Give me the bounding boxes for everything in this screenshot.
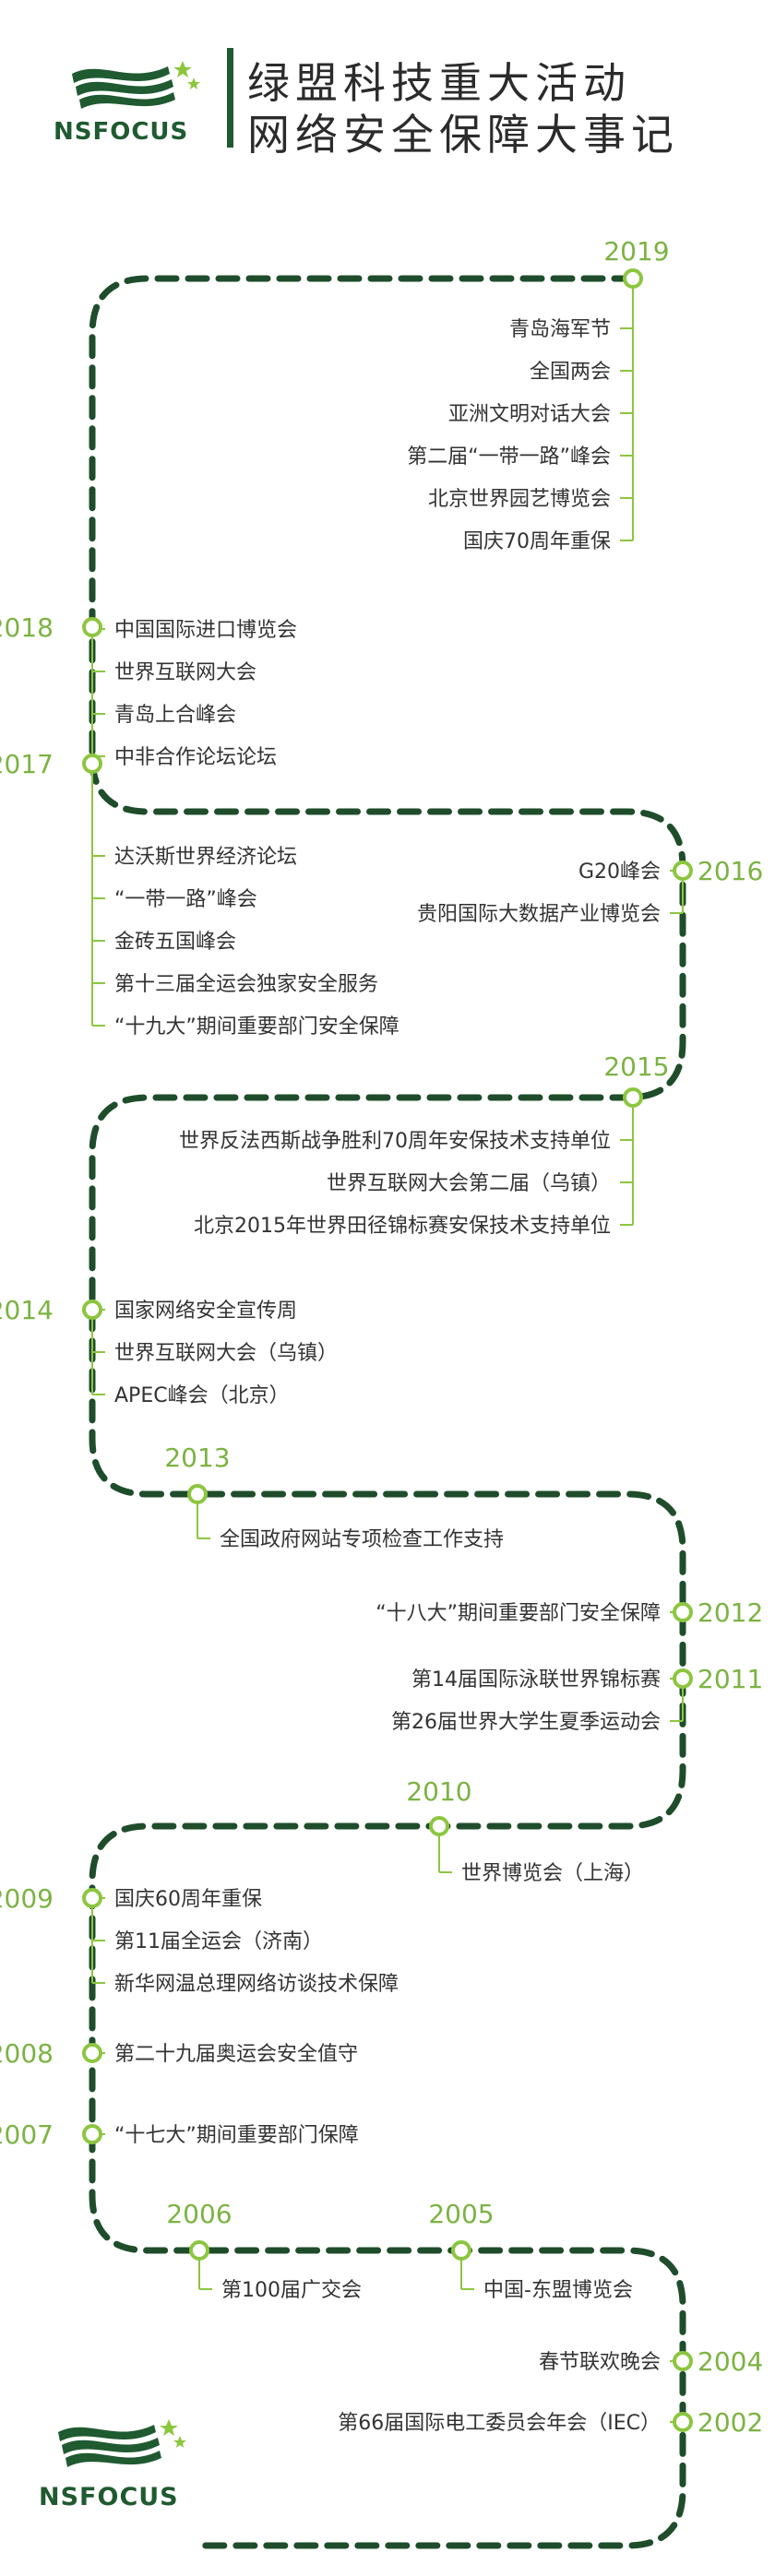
nsfocus-flag-logo-icon bbox=[72, 61, 200, 109]
year-node-marker bbox=[429, 1816, 449, 1836]
event-label: “一带一路”峰会 bbox=[114, 888, 257, 911]
year-label: 2004 bbox=[698, 2346, 763, 2377]
timeline-entry-2012: “十八大”期间重要部门安全保障 2012 bbox=[376, 1597, 763, 1628]
event-label: 北京2015年世界田径锦标赛安保技术支持单位 bbox=[194, 1215, 611, 1238]
event-label: 第100届广交会 bbox=[221, 2279, 362, 2302]
year-label: 2009 bbox=[0, 1883, 54, 1914]
event-label: 第二十九届奥运会安全值守 bbox=[114, 2043, 358, 2066]
event-label: 青岛上合峰会 bbox=[114, 704, 236, 727]
event-label: 国庆60周年重保 bbox=[114, 1888, 262, 1911]
event-label: 第66届国际电工委员会年会（IEC） bbox=[338, 2412, 661, 2435]
year-label: 2010 bbox=[406, 1776, 471, 1807]
timeline-entry-2002: 第66届国际电工委员会年会（IEC） 2002 bbox=[338, 2407, 763, 2438]
year-node-marker bbox=[673, 2412, 693, 2432]
year-label: 2012 bbox=[698, 1597, 763, 1628]
timeline-entry-2005: 中国-东盟博览会 2005 bbox=[428, 2199, 633, 2302]
year-label: 2013 bbox=[164, 1442, 230, 1473]
year-label: 2008 bbox=[0, 2038, 54, 2069]
event-label: 春节联欢晚会 bbox=[539, 2351, 661, 2374]
year-label: 2016 bbox=[698, 856, 763, 886]
year-node-marker bbox=[82, 2043, 102, 2063]
event-label: 第十三届全运会独家安全服务 bbox=[114, 973, 378, 996]
timeline-entry-2006: 第100届广交会 2006 bbox=[166, 2199, 362, 2302]
year-node-marker bbox=[673, 1668, 693, 1689]
footer-flag-logo-icon bbox=[58, 2419, 186, 2467]
poster-title-line-1: 绿盟科技重大活动 bbox=[247, 58, 631, 108]
event-label: 第11届全运会（济南） bbox=[114, 1930, 323, 1953]
event-label: APEC峰会（北京） bbox=[114, 1384, 290, 1407]
event-label: 中国-东盟博览会 bbox=[483, 2279, 633, 2302]
year-node-marker bbox=[82, 754, 102, 774]
timeline-entry-2010: 世界博览会（上海） 2010 bbox=[406, 1776, 644, 1885]
event-label: 新华网温总理网络访谈技术保障 bbox=[114, 1973, 399, 1996]
timeline-entry-2008: 第二十九届奥运会安全值守 2008 bbox=[0, 2038, 358, 2069]
event-label: 第二届“一带一路”峰会 bbox=[407, 445, 611, 469]
event-label: 达沃斯世界经济论坛 bbox=[114, 846, 297, 869]
timeline-entry-2007: “十七大”期间重要部门保障 2007 bbox=[0, 2119, 359, 2150]
year-node-marker bbox=[673, 861, 693, 881]
event-label: 第14届国际泳联世界锦标赛 bbox=[411, 1668, 661, 1692]
year-node-marker bbox=[451, 2240, 471, 2261]
event-label: “十九大”期间重要部门安全保障 bbox=[114, 1015, 399, 1039]
year-label: 2011 bbox=[698, 1664, 763, 1694]
year-node-marker bbox=[82, 1888, 102, 1908]
year-label: 2005 bbox=[428, 2199, 494, 2229]
event-label: 世界反法西斯战争胜利70周年安保技术支持单位 bbox=[179, 1130, 611, 1153]
event-label: 亚洲文明对话大会 bbox=[448, 403, 611, 426]
event-label: 世界博览会（上海） bbox=[461, 1862, 644, 1885]
timeline-entry-2013: 全国政府网站专项检查工作支持 2013 bbox=[164, 1442, 504, 1551]
year-node-marker bbox=[623, 1087, 643, 1108]
title-divider bbox=[227, 48, 233, 148]
year-label: 2002 bbox=[698, 2407, 763, 2438]
year-label: 2019 bbox=[603, 236, 669, 267]
event-label: G20峰会 bbox=[578, 861, 661, 884]
event-label: 贵阳国际大数据产业博览会 bbox=[417, 903, 661, 926]
poster-title-line-2: 网络安全保障大事记 bbox=[247, 110, 679, 160]
footer-logo-text: NSFOCUS bbox=[39, 2483, 179, 2511]
year-label: 2007 bbox=[0, 2119, 54, 2150]
timeline-entry-2004: 春节联欢晚会 2004 bbox=[539, 2346, 763, 2377]
event-label: 全国政府网站专项检查工作支持 bbox=[220, 1528, 504, 1551]
event-label: 中国国际进口博览会 bbox=[114, 619, 297, 642]
event-label: 全国两会 bbox=[530, 361, 611, 384]
year-label: 2015 bbox=[603, 1051, 669, 1082]
timeline-track bbox=[89, 275, 686, 2549]
event-label: 国庆70周年重保 bbox=[463, 530, 611, 553]
event-label: 中非合作论坛论坛 bbox=[114, 746, 277, 769]
event-label: 北京世界园艺博览会 bbox=[428, 488, 611, 511]
year-node-marker bbox=[673, 1602, 693, 1622]
year-node-marker bbox=[189, 2240, 209, 2261]
nsfocus-logo-text: NSFOCUS bbox=[54, 118, 189, 146]
event-label: “十七大”期间重要部门保障 bbox=[114, 2124, 359, 2147]
event-label: 青岛海军节 bbox=[509, 318, 611, 341]
event-label: 世界互联网大会第二届（乌镇） bbox=[327, 1172, 611, 1195]
event-label: 金砖五国峰会 bbox=[114, 931, 236, 954]
year-node-marker bbox=[82, 617, 102, 637]
year-label: 2017 bbox=[0, 749, 54, 779]
year-node-marker bbox=[187, 1484, 208, 1504]
event-label: 第26届世界大学生夏季运动会 bbox=[391, 1711, 661, 1734]
year-node-marker bbox=[673, 2351, 693, 2371]
timeline-entry-2019: 青岛海军节全国两会亚洲文明对话大会第二届“一带一路”峰会北京世界园艺博览会国庆7… bbox=[407, 236, 669, 553]
event-label: 世界互联网大会（乌镇） bbox=[114, 1342, 338, 1365]
year-node-marker bbox=[623, 268, 643, 289]
year-label: 2014 bbox=[0, 1295, 54, 1325]
event-label: 国家网络安全宣传周 bbox=[114, 1300, 297, 1323]
event-label: “十八大”期间重要部门安全保障 bbox=[376, 1602, 661, 1625]
year-node-marker bbox=[82, 1300, 102, 1320]
event-label: 世界互联网大会 bbox=[114, 661, 256, 684]
year-label: 2018 bbox=[0, 612, 54, 643]
year-node-marker bbox=[82, 2124, 102, 2144]
year-label: 2006 bbox=[166, 2199, 232, 2229]
